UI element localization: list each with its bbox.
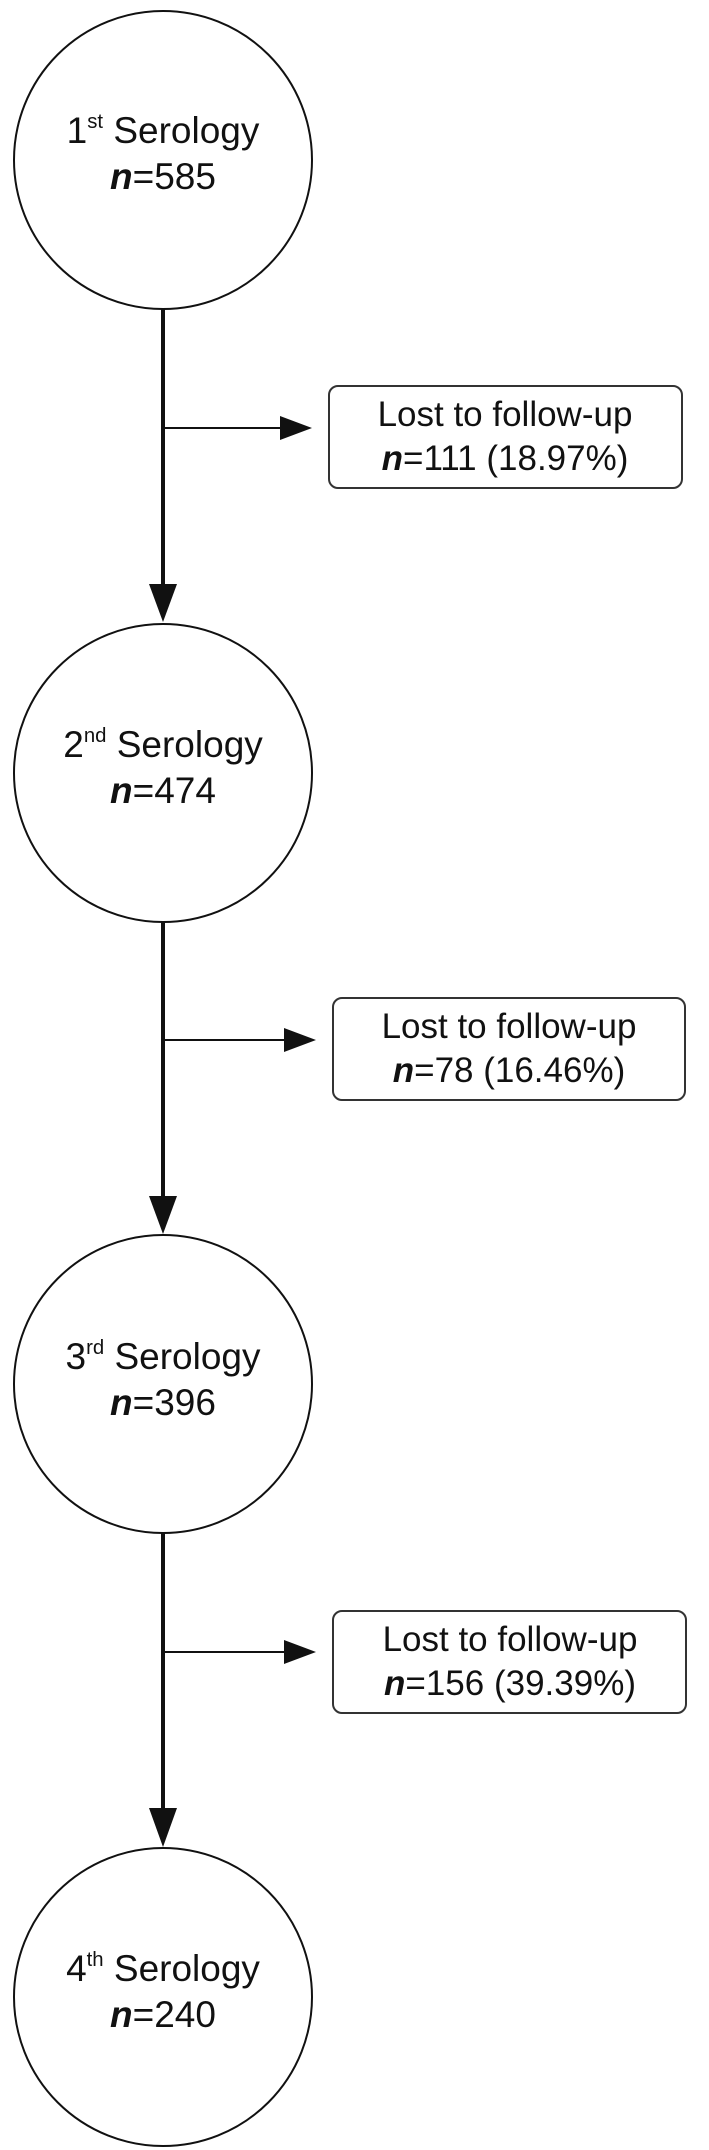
serology-node-4-text: 4th Serology n=240 — [13, 1946, 313, 2039]
arrowhead-down-1 — [149, 584, 177, 622]
loss-box-2 — [332, 997, 686, 1101]
loss-box-2-text: Lost to follow-up n=78 (16.46%) — [329, 1005, 689, 1093]
serology-node-3-title: 3rd Serology — [65, 1336, 261, 1377]
serology-node-2-text: 2nd Serology n=474 — [13, 722, 313, 815]
serology-node-1-count: n=585 — [110, 156, 216, 198]
serology-node-2-count: n=474 — [110, 770, 216, 812]
arrowhead-down-2 — [149, 1196, 177, 1234]
serology-node-3-text: 3rd Serology n=396 — [13, 1334, 313, 1427]
serology-node-4-title: 4th Serology — [66, 1948, 260, 1989]
loss-box-2-label: Lost to follow-up — [381, 1007, 637, 1046]
serology-node-2-title: 2nd Serology — [63, 724, 263, 765]
serology-node-4 — [13, 1847, 313, 2147]
arrowhead-right-2 — [284, 1028, 316, 1052]
arrowhead-right-3 — [284, 1640, 316, 1664]
loss-box-3-text: Lost to follow-up n=156 (39.39%) — [330, 1618, 690, 1706]
arrowhead-down-3 — [149, 1808, 177, 1847]
serology-node-3-count: n=396 — [110, 1382, 216, 1424]
serology-node-4-count: n=240 — [110, 1994, 216, 2036]
loss-box-3-count: n=156 (39.39%) — [384, 1663, 636, 1703]
arrowhead-right-1 — [280, 416, 312, 440]
serology-node-1-text: 1st Serology n=585 — [13, 108, 313, 201]
loss-box-3-label: Lost to follow-up — [382, 1620, 638, 1659]
loss-box-3 — [332, 1610, 687, 1714]
loss-box-1-text: Lost to follow-up n=111 (18.97%) — [325, 393, 685, 481]
loss-box-1-count: n=111 (18.97%) — [381, 438, 629, 478]
serology-node-1-title: 1st Serology — [66, 110, 260, 151]
loss-box-1-label: Lost to follow-up — [377, 395, 633, 434]
loss-box-1 — [328, 385, 683, 489]
loss-box-2-count: n=78 (16.46%) — [392, 1050, 626, 1090]
